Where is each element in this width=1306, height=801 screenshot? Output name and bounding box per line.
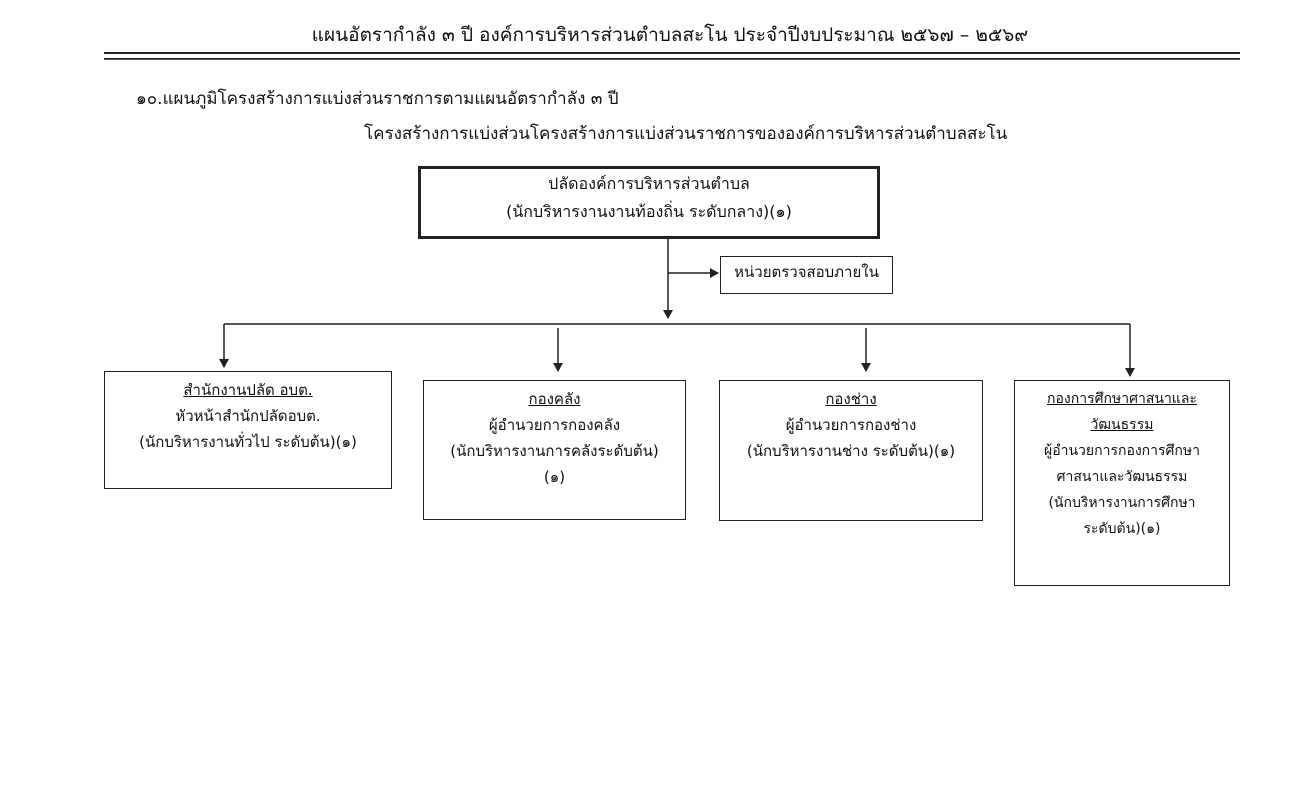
division-line: ผู้อำนวยการกองคลัง bbox=[488, 416, 621, 434]
division-box-finance: กองคลัง ผู้อำนวยการกองคลัง (นักบริหารงาน… bbox=[423, 380, 686, 520]
division-heading: กองคลัง bbox=[528, 390, 581, 408]
internal-audit-box: หน่วยตรวจสอบภายใน bbox=[720, 256, 893, 294]
division-line: ศาสนาและวัฒนธรรม bbox=[1056, 469, 1188, 485]
document-header-title: แผนอัตรากำลัง ๓ ปี องค์การบริหารส่วนตำบล… bbox=[311, 24, 1029, 46]
division-box-office-of-chief: สำนักงานปลัด อบต. หัวหน้าสำนักปลัดอบต. (… bbox=[104, 371, 392, 489]
chief-position-level: (นักบริหารงานงานท้องถิ่น ระดับกลาง)(๑) bbox=[506, 202, 792, 221]
chief-title: ปลัดองค์การบริหารส่วนตำบล bbox=[548, 174, 750, 193]
division-heading: สำนักงานปลัด อบต. bbox=[183, 381, 313, 399]
section-title: ๑๐.แผนภูมิโครงสร้างการแบ่งส่วนราชการตามแ… bbox=[136, 89, 619, 109]
division-heading: วัฒนธรรม bbox=[1090, 417, 1154, 433]
division-heading: กองช่าง bbox=[825, 390, 877, 408]
division-line: (๑) bbox=[543, 468, 566, 486]
division-line: ผู้อำนวยการกองช่าง bbox=[785, 416, 917, 434]
division-line: (นักบริหารงานการศึกษา bbox=[1048, 495, 1196, 511]
division-line: (นักบริหารงานทั่วไป ระดับต้น)(๑) bbox=[139, 433, 357, 451]
division-heading: กองการศึกษาศาสนาและ bbox=[1047, 391, 1197, 407]
header-thin-rule bbox=[104, 59, 1240, 60]
division-line: ผู้อำนวยการกองการศึกษา bbox=[1044, 443, 1200, 459]
division-box-education: กองการศึกษาศาสนาและ วัฒนธรรม ผู้อำนวยการ… bbox=[1014, 380, 1230, 586]
division-line: (นักบริหารงานการคลังระดับต้น) bbox=[450, 442, 659, 460]
division-box-engineering: กองช่าง ผู้อำนวยการกองช่าง (นักบริหารงาน… bbox=[719, 380, 983, 521]
chief-administrator-box: ปลัดองค์การบริหารส่วนตำบล (นักบริหารงานง… bbox=[418, 166, 880, 239]
division-line: หัวหน้าสำนักปลัดอบต. bbox=[175, 407, 321, 425]
division-line: ระดับต้น)(๑) bbox=[1083, 521, 1161, 537]
internal-audit-label: หน่วยตรวจสอบภายใน bbox=[734, 263, 879, 281]
diagram-title: โครงสร้างการแบ่งส่วนโครงสร้างการแบ่งส่วน… bbox=[364, 124, 1008, 144]
division-line: (นักบริหารงานช่าง ระดับต้น)(๑) bbox=[746, 442, 956, 460]
